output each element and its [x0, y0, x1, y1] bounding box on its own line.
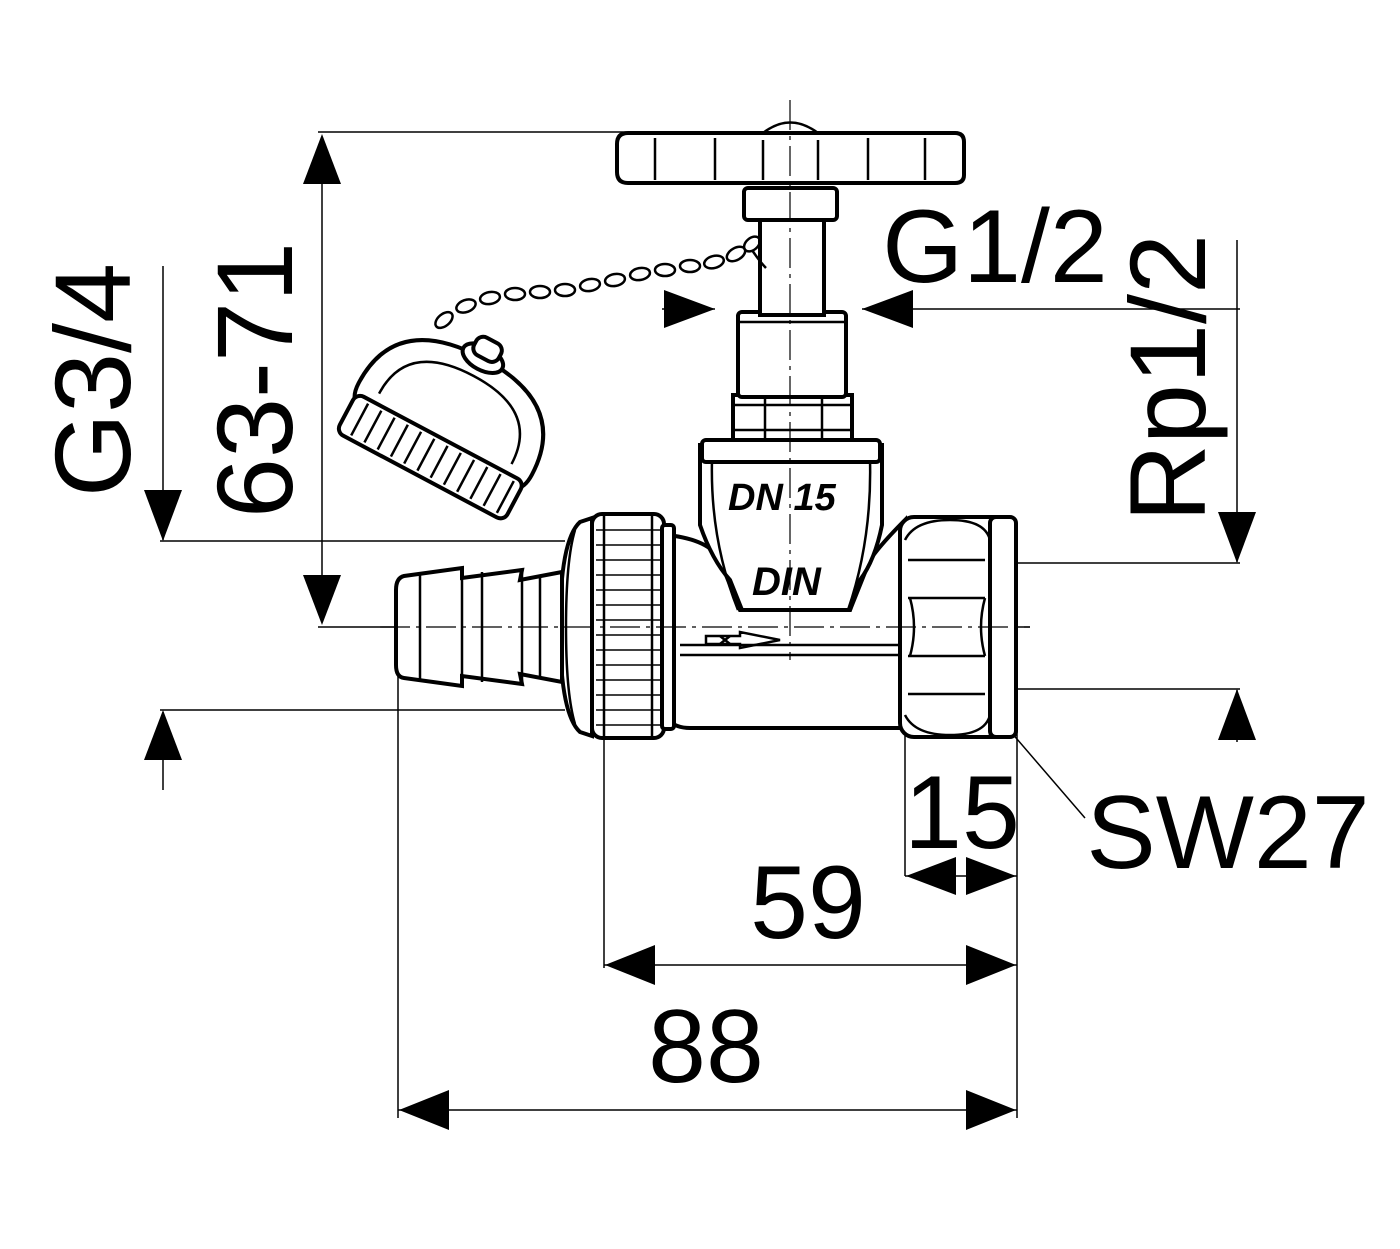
- stamp-dn15: DN 15: [728, 477, 837, 519]
- dimension-g34: [144, 266, 182, 790]
- label-g12: G1/2: [882, 189, 1107, 305]
- valve-body: [666, 438, 907, 730]
- spindle: [742, 186, 839, 317]
- label-rp12: Rp1/2: [1107, 234, 1228, 522]
- dimension-g12: [664, 290, 913, 328]
- label-63-71: 63-71: [194, 242, 315, 518]
- dimension-63-71: [303, 134, 341, 625]
- dimension-88: [398, 1090, 1017, 1130]
- label-59: 59: [750, 845, 866, 961]
- dimension-59: [604, 945, 1017, 985]
- union-nut: [557, 512, 676, 740]
- label-g34: G3/4: [32, 263, 153, 497]
- dimension-15: [905, 857, 1017, 895]
- label-88: 88: [648, 989, 764, 1105]
- stamp-din: DIN: [752, 560, 822, 604]
- dust-cap: [336, 334, 546, 521]
- label-sw27: SW27: [1086, 775, 1369, 891]
- dimension-rp12: [1218, 240, 1256, 742]
- label-15: 15: [904, 755, 1020, 871]
- bonnet-nut: [731, 393, 854, 442]
- chain: [434, 235, 767, 330]
- upper-bonnet: [736, 310, 848, 399]
